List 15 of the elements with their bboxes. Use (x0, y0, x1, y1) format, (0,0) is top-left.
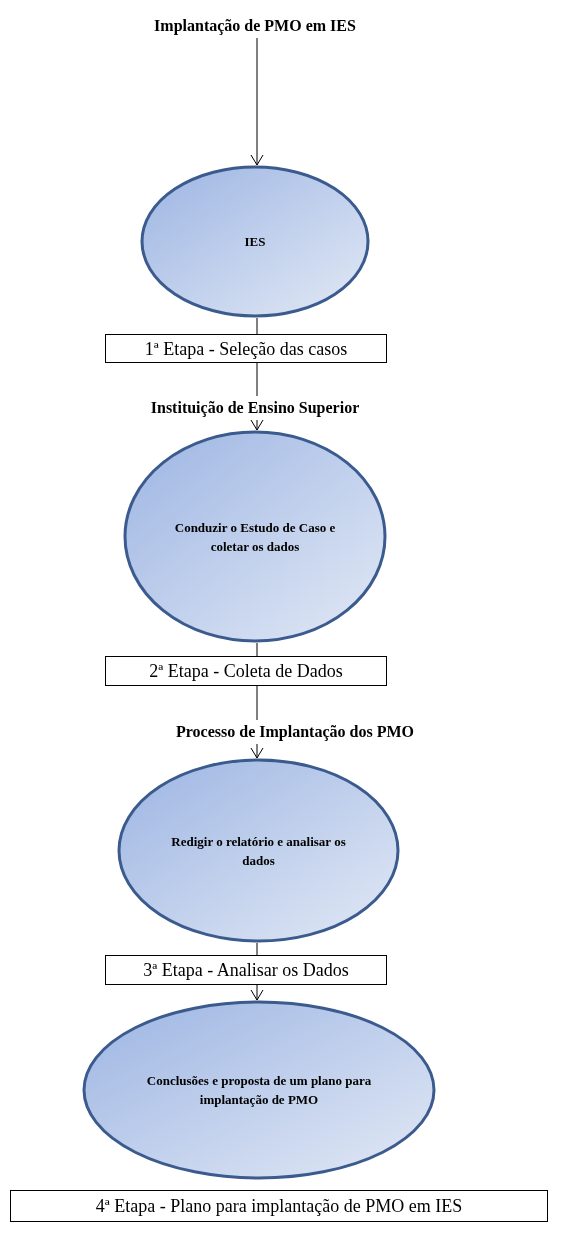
heading-text: Instituição de Ensino Superior (150, 400, 360, 416)
stage-label-box: 3ª Etapa - Analisar os Dados (105, 955, 387, 985)
stage-label-box: 4ª Etapa - Plano para implantação de PMO em IES (10, 1190, 548, 1222)
connector-arrow (250, 984, 264, 1001)
connector-arrow (250, 37, 264, 166)
step-text: Conduzir o Estudo de Caso e coletar os dados (173, 518, 337, 556)
stage-label-box: 2ª Etapa - Coleta de Dados (105, 656, 387, 686)
step-text: Redigir o relatório e analisar os dados (170, 832, 347, 870)
connector-arrow (250, 743, 264, 759)
step-text: IES (244, 233, 266, 251)
step-text: Conclusões e proposta de um plano para implantação de PMO (146, 1072, 372, 1109)
heading-text: Implantação de PMO em IES (154, 18, 356, 34)
heading-text: Processo de Implantação dos PMO (176, 724, 414, 740)
stage-label-box: 1ª Etapa - Seleção das casos (105, 334, 387, 363)
connector-arrow (250, 419, 264, 431)
